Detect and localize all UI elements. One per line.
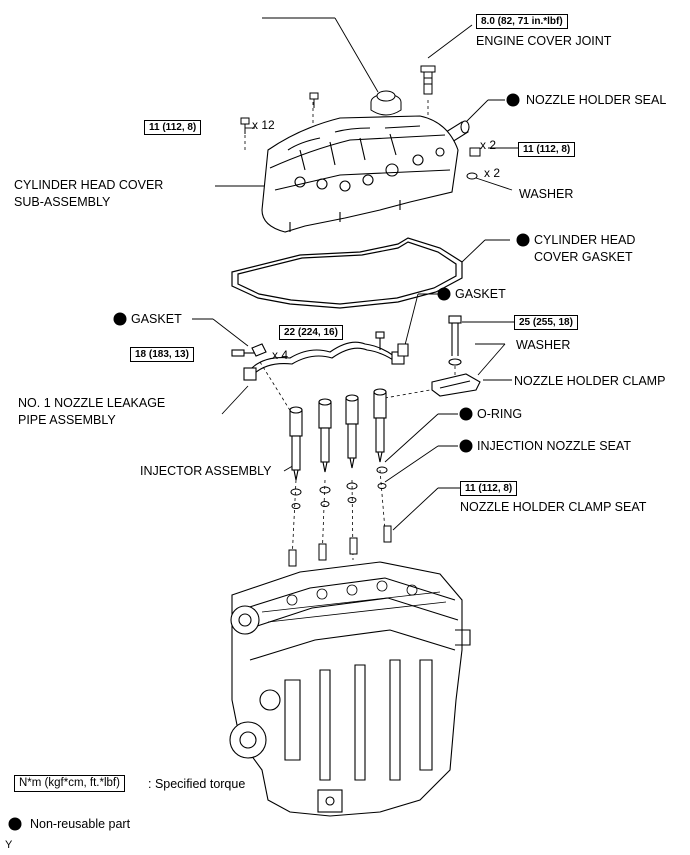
label-washer-top: WASHER xyxy=(519,187,574,201)
label-gasket-left: GASKET xyxy=(131,312,182,326)
label-leakage-pipe-line2: PIPE ASSEMBLY xyxy=(18,413,116,427)
cover-gasket-part xyxy=(231,237,463,309)
qty-cover-nuts: x 2 xyxy=(480,138,497,152)
legend-nonreusable: Non-reusable part xyxy=(30,817,131,831)
label-gasket-right: GASKET xyxy=(455,287,506,301)
leakage-pipe-part xyxy=(231,331,409,381)
torque-engine-cover-joint: 8.0 (82, 71 in.*lbf) xyxy=(476,14,568,29)
label-injection-nozzle-seat: INJECTION NOZZLE SEAT xyxy=(477,439,631,453)
injectors-part xyxy=(289,388,387,481)
cylinder-head-cover-part xyxy=(261,115,459,233)
footer-mark: Y xyxy=(5,839,13,851)
label-nozzle-holder-clamp-seat: NOZZLE HOLDER CLAMP SEAT xyxy=(460,500,647,514)
torque-cover-nuts: 11 (112, 8) xyxy=(518,142,576,157)
nonreusable-markers xyxy=(8,93,530,831)
leader-lines xyxy=(192,17,518,531)
label-leakage-pipe-line1: NO. 1 NOZZLE LEAKAGE xyxy=(18,396,166,410)
label-nozzle-holder-clamp: NOZZLE HOLDER CLAMP xyxy=(514,374,666,388)
label-cover-gasket-line1: CYLINDER HEAD xyxy=(534,233,636,247)
label-cover-gasket-line2: COVER GASKET xyxy=(534,250,633,264)
clamp-seats-part xyxy=(288,525,392,567)
engine-cover-joint-part xyxy=(420,65,436,95)
label-o-ring: O-RING xyxy=(477,407,523,421)
o-rings-seats-part xyxy=(290,466,388,509)
oil-filler-cap-part xyxy=(370,90,402,116)
cover-bolts-part xyxy=(240,92,319,134)
label-washer-clamp: WASHER xyxy=(516,338,571,352)
torque-clamp-bolt: 25 (255, 18) xyxy=(514,315,578,330)
label-cylinder-head-cover-line1: CYLINDER HEAD COVER xyxy=(14,178,164,192)
torque-pipe-bolt-mid: 22 (224, 16) xyxy=(279,325,343,340)
label-injector-assembly: INJECTOR ASSEMBLY xyxy=(140,464,272,478)
torque-pipe-bolt-left: 18 (183, 13) xyxy=(130,347,194,362)
label-nozzle-holder-seal: NOZZLE HOLDER SEAL xyxy=(507,93,666,108)
label-text: NOZZLE HOLDER SEAL xyxy=(526,93,667,107)
engine-block-part xyxy=(229,561,471,817)
qty-cover-bolts: x 12 xyxy=(252,118,275,132)
torque-clamp-seat: 11 (112, 8) xyxy=(460,481,518,496)
label-engine-cover-joint: ENGINE COVER JOINT xyxy=(476,34,612,48)
legend-torque-desc: : Specified torque xyxy=(148,777,246,791)
nozzle-holder-clamp-part xyxy=(431,315,481,397)
torque-cover-bolts: 11 (112, 8) xyxy=(144,120,202,135)
legend-torque-key: N*m (kgf*cm, ft.*lbf) xyxy=(14,775,125,792)
cover-nut-washer-part xyxy=(466,147,481,180)
qty-pipe-bolts: x 4 xyxy=(272,348,289,362)
qty-washers: x 2 xyxy=(484,166,501,180)
label-cylinder-head-cover-line2: SUB-ASSEMBLY xyxy=(14,195,111,209)
